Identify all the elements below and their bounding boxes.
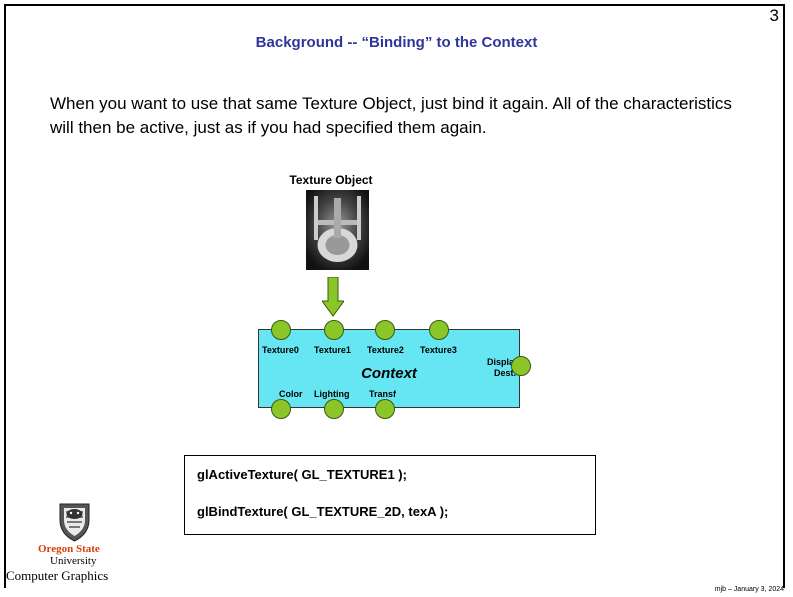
context-title: Context <box>361 365 417 382</box>
texture2-label: Texture2 <box>367 345 404 355</box>
body-text: When you want to use that same Texture O… <box>50 94 732 137</box>
display-label: Display <box>487 357 520 367</box>
texture3-label: Texture3 <box>420 345 457 355</box>
context-box: Context Texture0 Texture1 Texture2 Textu… <box>258 329 520 408</box>
department: Computer Graphics <box>6 568 109 583</box>
down-arrow <box>322 277 344 317</box>
lighting-node <box>324 399 344 419</box>
dest-label: Dest. <box>494 368 517 378</box>
lighting-label: Lighting <box>314 389 350 399</box>
slide-title: Background -- “Binding” to the Context <box>255 34 538 51</box>
code-line-1: glActiveTexture( GL_TEXTURE1 ); <box>197 467 407 482</box>
slide-frame <box>4 4 785 588</box>
texture0-label: Texture0 <box>262 345 299 355</box>
display-node <box>511 356 531 376</box>
osu-university: University <box>50 555 97 567</box>
texture1-node <box>324 320 344 340</box>
osu-beaver-logo <box>59 503 90 542</box>
page-number: 3 <box>769 6 779 25</box>
texture0-node <box>271 320 291 340</box>
texture3-node <box>429 320 449 340</box>
transf-label: Transf <box>369 389 397 399</box>
code-line-2: glBindTexture( GL_TEXTURE_2D, texA ); <box>197 504 449 519</box>
texture-object-label: Texture Object <box>289 173 373 187</box>
texture1-label: Texture1 <box>314 345 351 355</box>
color-node <box>271 399 291 419</box>
texture-object-image <box>306 190 369 270</box>
code-box: glActiveTexture( GL_TEXTURE1 ); glBindTe… <box>184 455 596 535</box>
osu-name: Oregon State <box>38 543 100 555</box>
texture2-node <box>375 320 395 340</box>
color-label: Color <box>279 389 303 399</box>
footer-credit: mjb – January 3, 2024 <box>714 586 784 593</box>
transf-node <box>375 399 395 419</box>
